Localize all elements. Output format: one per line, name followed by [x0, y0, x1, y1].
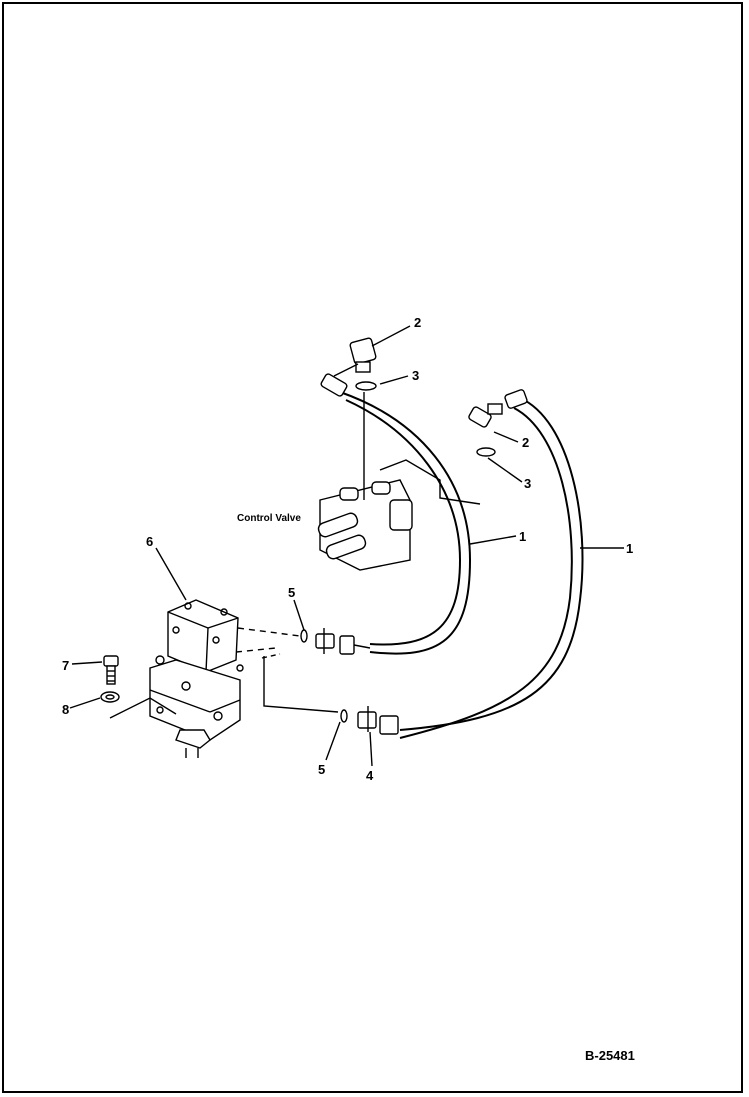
pump-assembly	[149, 599, 244, 758]
callout-3-top: 3	[412, 368, 419, 383]
o-ring-right	[476, 447, 496, 457]
straight-fitting-lower	[357, 706, 399, 735]
drawing-code: B-25481	[585, 1048, 635, 1063]
hose-right	[399, 397, 584, 739]
callout-2-top: 2	[414, 315, 421, 330]
callout-2-right: 2	[522, 435, 529, 450]
bolt	[103, 655, 119, 685]
elbow-fitting-right	[468, 389, 528, 428]
callout-1-left-hose: 1	[519, 529, 526, 544]
control-valve	[317, 392, 481, 571]
callout-5-lower: 5	[318, 762, 325, 777]
leader-dashed	[235, 627, 339, 713]
straight-fitting-upper	[315, 628, 371, 655]
callout-4: 4	[366, 768, 374, 783]
o-ring-lower	[340, 709, 348, 723]
leader-washer	[109, 697, 177, 719]
callout-3-right: 3	[524, 476, 531, 491]
callout-6: 6	[146, 534, 153, 549]
elbow-fitting-top	[320, 337, 377, 397]
control-valve-label: Control Valve	[237, 513, 301, 524]
callout-8: 8	[62, 702, 69, 717]
washer	[100, 691, 120, 703]
callout-7: 7	[62, 658, 69, 673]
callout-5-upper: 5	[288, 585, 295, 600]
hose-left	[339, 391, 472, 655]
callout-1-right-hose: 1	[626, 541, 633, 556]
callout-leaders	[69, 325, 624, 767]
o-ring-upper	[300, 629, 308, 643]
o-ring-top	[355, 381, 377, 391]
